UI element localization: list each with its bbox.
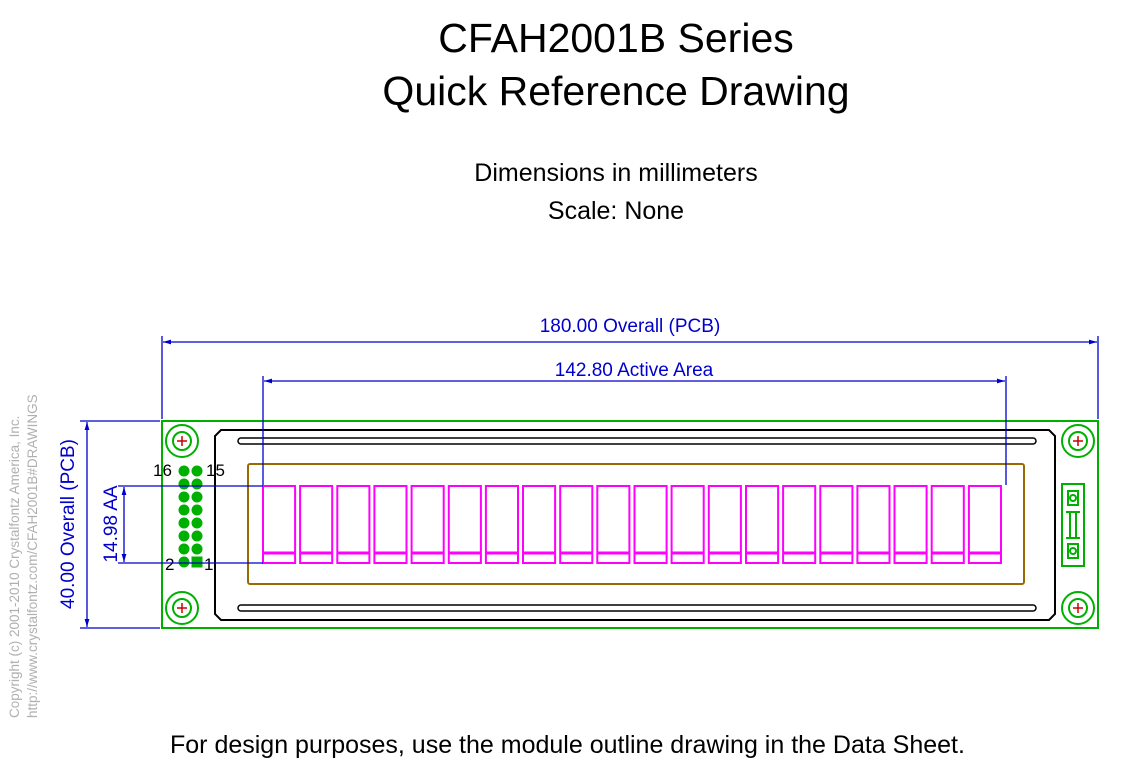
character-cell bbox=[707, 485, 742, 564]
overall-width-label: 180.00 Overall (PCB) bbox=[540, 316, 721, 337]
units-note: Dimensions in millimeters bbox=[474, 159, 758, 187]
active-width-dimension bbox=[262, 376, 1007, 485]
pin-1-square bbox=[191, 556, 203, 568]
pcb-outline bbox=[161, 420, 1099, 629]
character-cell bbox=[819, 485, 854, 564]
pin-label-2: 2 bbox=[165, 555, 174, 574]
pin bbox=[191, 543, 203, 555]
character-cell bbox=[745, 485, 780, 564]
character-cell bbox=[410, 485, 445, 564]
pin bbox=[191, 491, 203, 503]
character-cell bbox=[782, 485, 817, 564]
pin bbox=[178, 491, 190, 503]
character-cell bbox=[930, 485, 965, 564]
viewing-area bbox=[247, 463, 1025, 585]
header-pins bbox=[178, 465, 203, 568]
character-cell bbox=[856, 485, 891, 564]
character-cell bbox=[299, 485, 334, 564]
overall-width-dimension bbox=[161, 336, 1099, 419]
pin bbox=[191, 517, 203, 529]
drawing-subtitle: Quick Reference Drawing bbox=[382, 68, 850, 114]
mounting-hole bbox=[1061, 591, 1095, 625]
character-cell bbox=[893, 485, 928, 564]
pin bbox=[178, 530, 190, 542]
pin bbox=[178, 504, 190, 516]
active-width-label: 142.80 Active Area bbox=[555, 360, 714, 381]
pin-label-16: 16 bbox=[153, 461, 172, 480]
pin bbox=[178, 517, 190, 529]
pin bbox=[191, 478, 203, 490]
character-cell bbox=[373, 485, 408, 564]
frame-top-slot bbox=[237, 437, 1037, 445]
overall-height-label: 40.00 Overall (PCB) bbox=[58, 439, 79, 609]
overall-height-dimension bbox=[80, 420, 160, 629]
character-cell bbox=[670, 485, 705, 564]
character-cell bbox=[633, 485, 668, 564]
character-cell bbox=[596, 485, 631, 564]
active-height-label: 14.98 AA bbox=[101, 485, 122, 562]
character-cell bbox=[336, 485, 371, 564]
pin bbox=[178, 478, 190, 490]
character-cell bbox=[447, 485, 482, 564]
mounting-holes bbox=[165, 424, 1095, 625]
pin bbox=[178, 556, 190, 568]
pin bbox=[191, 465, 203, 477]
character-cell bbox=[522, 485, 557, 564]
character-cell bbox=[967, 485, 1003, 564]
pin bbox=[191, 504, 203, 516]
character-cell bbox=[262, 485, 297, 564]
pin bbox=[178, 465, 190, 477]
character-cell bbox=[484, 485, 519, 564]
pin bbox=[178, 543, 190, 555]
mounting-hole bbox=[1061, 424, 1095, 458]
mounting-hole bbox=[165, 591, 199, 625]
character-cell bbox=[559, 485, 594, 564]
pin bbox=[191, 530, 203, 542]
frame-outline bbox=[214, 429, 1056, 621]
design-note: For design purposes, use the module outl… bbox=[170, 731, 965, 759]
active-height-dimension bbox=[118, 485, 263, 564]
backlight-pads bbox=[1061, 483, 1085, 567]
pin-label-1: 1 bbox=[204, 555, 213, 574]
drawing-title: CFAH2001B Series bbox=[438, 15, 794, 61]
frame-bottom-slot bbox=[237, 604, 1037, 612]
mounting-hole bbox=[165, 424, 199, 458]
pin-label-15: 15 bbox=[206, 461, 225, 480]
scale-note: Scale: None bbox=[547, 197, 685, 225]
character-cells bbox=[262, 485, 1003, 564]
